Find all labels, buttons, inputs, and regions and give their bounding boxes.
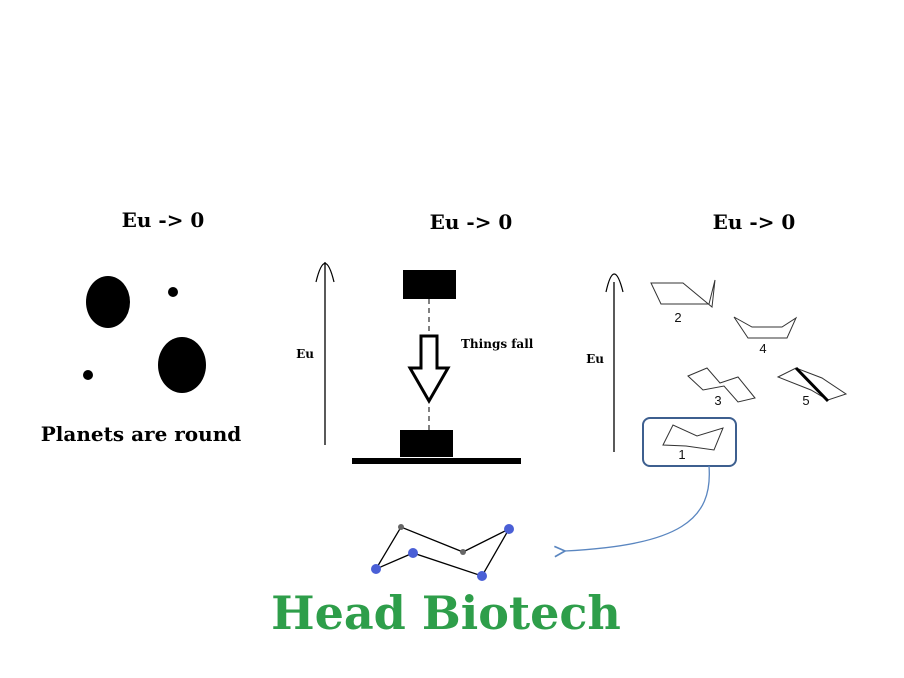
- atoms: [371, 524, 514, 581]
- panel-title: Eu -> 0: [713, 210, 796, 234]
- conformer-label: 2: [674, 310, 681, 325]
- arrowhead-icon: [315, 262, 335, 283]
- conformer-chair: [662, 424, 724, 451]
- pointer-arrow: [565, 465, 710, 551]
- conformer-half-chair: [650, 279, 716, 308]
- arrowhead-icon: [605, 273, 624, 293]
- conformer-label: 4: [759, 341, 766, 356]
- panel-title: Eu -> 0: [122, 208, 205, 232]
- annotation: Things fall: [461, 337, 534, 351]
- panel-caption: Planets are round: [41, 422, 241, 446]
- panel-conformers: Eu -> 0 Eu 2 4 3 5 1: [565, 210, 848, 551]
- planet-small: [168, 287, 178, 297]
- logo-text: Head Biotech: [271, 586, 621, 640]
- conformer-label: 5: [802, 393, 809, 408]
- highlight-box: [642, 417, 737, 467]
- planet-small: [83, 370, 93, 380]
- down-arrow-icon: [407, 334, 451, 405]
- conformer-label: 1: [678, 447, 685, 462]
- panel-title: Eu -> 0: [430, 210, 513, 234]
- planet-large: [86, 276, 130, 328]
- conformer-twist-boat: [687, 367, 756, 403]
- axis-label: Eu: [296, 347, 314, 361]
- planet-large: [158, 337, 206, 393]
- axis-label: Eu: [586, 352, 604, 366]
- panel-falling: Eu -> 0 Eu Things fall: [296, 210, 534, 464]
- conformer-boat: [733, 316, 798, 339]
- block-bottom: [400, 430, 453, 457]
- conformer-label: 3: [714, 393, 721, 408]
- block-top: [403, 270, 456, 299]
- panel-planets: Eu -> 0 Planets are round: [41, 208, 241, 446]
- logo: Head Biotech: [271, 524, 621, 640]
- ground: [352, 458, 521, 464]
